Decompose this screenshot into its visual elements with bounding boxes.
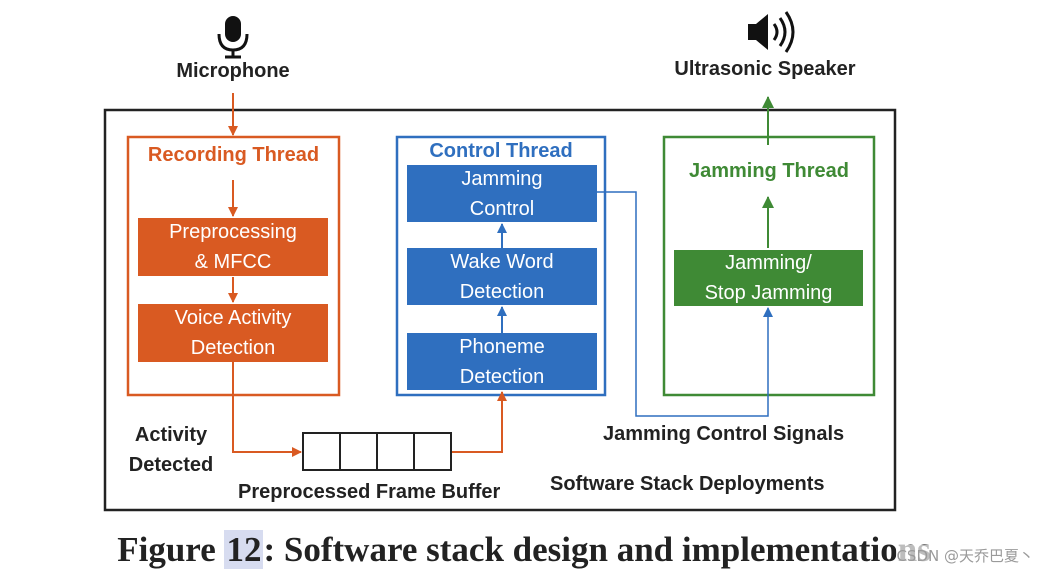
software-stack-outline (103, 108, 897, 512)
watermark: CSDN @天乔巴夏丶 (896, 545, 1034, 566)
frame-buffer-cell (302, 432, 341, 471)
phoneme-detection-block: Phoneme Detection (407, 333, 597, 390)
arrow-jamming-control-signal (597, 191, 773, 417)
caption-figure-number: 12 (224, 530, 264, 569)
caption-prefix: Figure (117, 530, 225, 569)
jamming-stop-jamming-block: Jamming/ Stop Jamming (674, 250, 863, 306)
frame-buffer-cell (376, 432, 415, 471)
microphone-label: Microphone (176, 60, 290, 82)
arrow-vad-to-buffer (232, 362, 302, 457)
recording-thread-title: Recording Thread (147, 144, 320, 166)
software-stack-deployments-label: Software Stack Deployments (550, 473, 825, 495)
jamming-control-block: Jamming Control (407, 165, 597, 222)
frame-buffer-label: Preprocessed Frame Buffer (238, 481, 501, 503)
jamming-thread-title: Jamming Thread (688, 160, 850, 182)
wake-word-detection-block: Wake Word Detection (407, 248, 597, 305)
arrow-buffer-to-phoneme (451, 391, 507, 453)
figure-caption: Figure 12: Software stack design and imp… (0, 530, 1048, 570)
preprocessing-mfcc-block: Preprocessing & MFCC (138, 218, 328, 276)
caption-text: : Software stack design and implementati… (263, 530, 931, 569)
frame-buffer-cell (339, 432, 378, 471)
control-thread-title: Control Thread (429, 140, 573, 162)
frame-buffer-cell (413, 432, 452, 471)
frame-buffer (302, 432, 452, 471)
jamming-control-signals-label: Jamming Control Signals (603, 423, 845, 445)
voice-activity-detection-block: Voice Activity Detection (138, 304, 328, 362)
speaker-icon (748, 11, 795, 53)
ultrasonic-speaker-label: Ultrasonic Speaker (674, 58, 856, 80)
activity-detected-label: Activity Detected (128, 424, 214, 476)
microphone-icon (217, 16, 249, 59)
